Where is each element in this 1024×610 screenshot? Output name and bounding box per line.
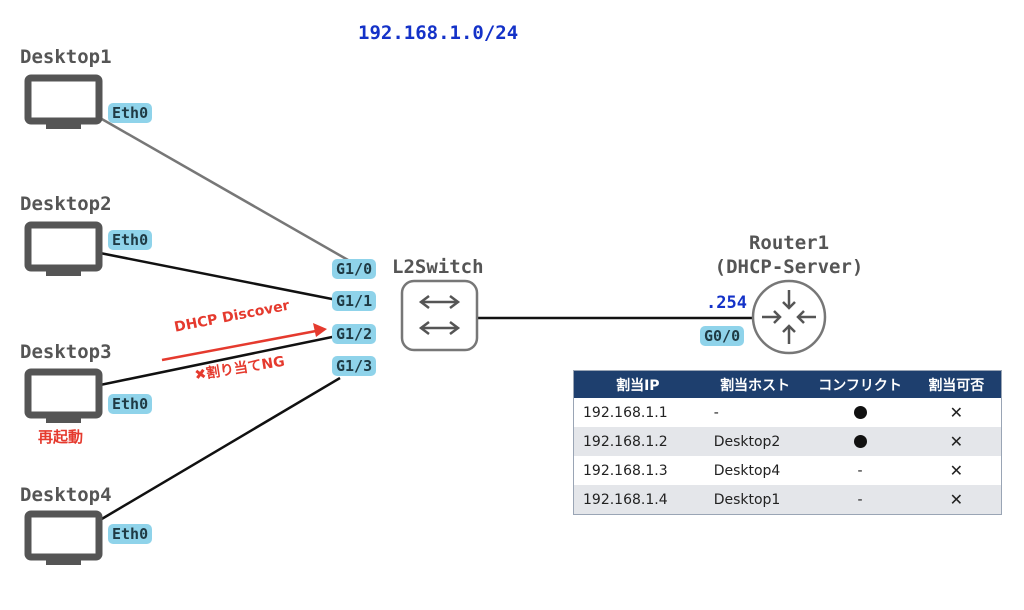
cell-ip: 192.168.1.2 xyxy=(573,427,702,456)
switch-port-g1-0: G1/0 xyxy=(332,259,377,279)
router-role: (DHCP-Server) xyxy=(714,256,864,278)
switch-port-g1-1: G1/1 xyxy=(332,291,377,311)
link-desktop3 xyxy=(99,334,338,387)
cell-ok: ✕ xyxy=(911,485,1002,515)
desktop2-icon xyxy=(24,221,103,276)
cell-conflict xyxy=(808,427,912,456)
router-name: Router1 xyxy=(748,232,830,254)
subnet-label: 192.168.1.0/24 xyxy=(358,22,519,44)
cell-host: - xyxy=(713,404,719,421)
table-row: 192.168.1.1 - ✕ xyxy=(574,398,1002,427)
switch-icon xyxy=(400,279,479,352)
router-ip: .254 xyxy=(706,293,747,313)
conflict-dot-icon xyxy=(853,406,867,419)
desktop2-port: Eth0 xyxy=(108,230,153,250)
cell-ip: 192.168.1.3 xyxy=(583,462,668,479)
allocation-table: 割当IP 割当ホスト コンフリクト 割当可否 192.168.1.1 - ✕ 1… xyxy=(573,370,1002,515)
header-host: 割当ホスト xyxy=(701,370,809,398)
cell-ok: ✕ xyxy=(949,403,964,422)
table-row: 192.168.1.4 Desktop1 - ✕ xyxy=(573,485,1002,515)
switch-label: L2Switch xyxy=(392,256,484,278)
desktop1-icon xyxy=(24,74,103,129)
cell-host: Desktop4 xyxy=(713,462,781,479)
switch-port-g1-3: G1/3 xyxy=(332,356,377,376)
desktop3-icon xyxy=(24,368,103,423)
conflict-dot-icon xyxy=(853,435,867,448)
cell-ip: 192.168.1.4 xyxy=(573,485,702,515)
header-ok: 割当可否 xyxy=(911,370,1002,398)
desktop3-label: Desktop3 xyxy=(20,341,112,363)
table-header-row: 割当IP 割当ホスト コンフリクト 割当可否 xyxy=(573,370,1002,398)
desktop1-port: Eth0 xyxy=(108,103,153,123)
desktop4-label: Desktop4 xyxy=(20,484,112,506)
switch-port-g1-2: G1/2 xyxy=(332,324,377,344)
desktop2-label: Desktop2 xyxy=(20,193,112,215)
cell-host: Desktop2 xyxy=(701,427,809,456)
cell-ip: 192.168.1.1 xyxy=(583,404,668,421)
cell-conflict xyxy=(808,398,911,427)
router-icon xyxy=(751,279,827,355)
cell-host: Desktop1 xyxy=(701,485,809,515)
table-row: 192.168.1.2 Desktop2 ✕ xyxy=(573,427,1002,456)
table-row: 192.168.1.3 Desktop4 - ✕ xyxy=(574,456,1002,485)
cell-conflict: - xyxy=(808,485,912,515)
desktop4-icon xyxy=(24,510,103,565)
header-conflict: コンフリクト xyxy=(808,370,912,398)
reboot-label: 再起動 xyxy=(38,428,84,446)
link-desktop1 xyxy=(99,116,349,262)
cell-ok: ✕ xyxy=(949,461,964,480)
cell-ok: ✕ xyxy=(911,427,1002,456)
router-port: G0/0 xyxy=(700,326,745,346)
link-desktop2 xyxy=(99,251,338,302)
cell-conflict: - xyxy=(857,462,863,479)
desktop3-port: Eth0 xyxy=(108,394,153,414)
desktop1-label: Desktop1 xyxy=(20,46,112,68)
dhcp-discover-arrow xyxy=(161,323,327,362)
link-desktop4 xyxy=(99,376,341,522)
desktop4-port: Eth0 xyxy=(108,524,153,544)
header-ip: 割当IP xyxy=(573,370,702,398)
